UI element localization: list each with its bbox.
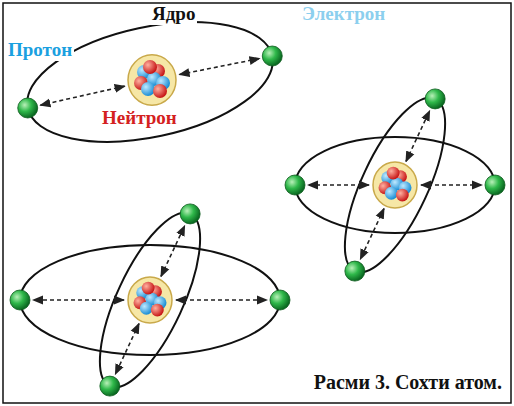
proton-label: Протон: [6, 40, 74, 61]
orbit: [16, 2, 283, 162]
electron: [425, 89, 445, 109]
electron: [285, 175, 305, 195]
electron: [270, 290, 290, 310]
radius-arrow: [176, 299, 267, 301]
neutron: [142, 282, 155, 295]
frame: [3, 3, 511, 403]
radius-arrow: [406, 111, 430, 162]
radius-arrow: [179, 59, 259, 75]
neutron-label: Нейтрон: [100, 108, 179, 129]
radius-arrow: [360, 209, 384, 260]
neutron: [387, 167, 400, 180]
electron-label: Электрон: [300, 4, 387, 25]
electron: [10, 290, 30, 310]
radius-arrow: [33, 299, 124, 301]
electron: [345, 261, 365, 281]
nucleus: [128, 55, 176, 105]
radius-arrow: [115, 324, 139, 375]
radius-arrow: [308, 184, 369, 186]
radius-arrow: [161, 226, 185, 277]
proton: [385, 187, 398, 200]
electron: [262, 46, 282, 66]
neutron: [151, 304, 164, 317]
figure-caption: Расми 3. Сохти атом.: [312, 371, 504, 393]
electron: [100, 376, 120, 396]
nucleus: [128, 277, 172, 323]
proton: [141, 82, 155, 96]
electron: [180, 204, 200, 224]
electron: [485, 175, 505, 195]
neutron: [153, 84, 167, 98]
radius-arrow: [421, 184, 482, 186]
neutron: [396, 189, 409, 202]
radius-arrow: [40, 86, 124, 105]
electron: [18, 98, 38, 118]
neutron: [143, 60, 157, 74]
orbit: [20, 245, 280, 355]
nucleus-label: Ядро: [150, 4, 197, 25]
nucleus: [373, 162, 417, 208]
orbit: [295, 137, 495, 233]
proton: [140, 302, 153, 315]
